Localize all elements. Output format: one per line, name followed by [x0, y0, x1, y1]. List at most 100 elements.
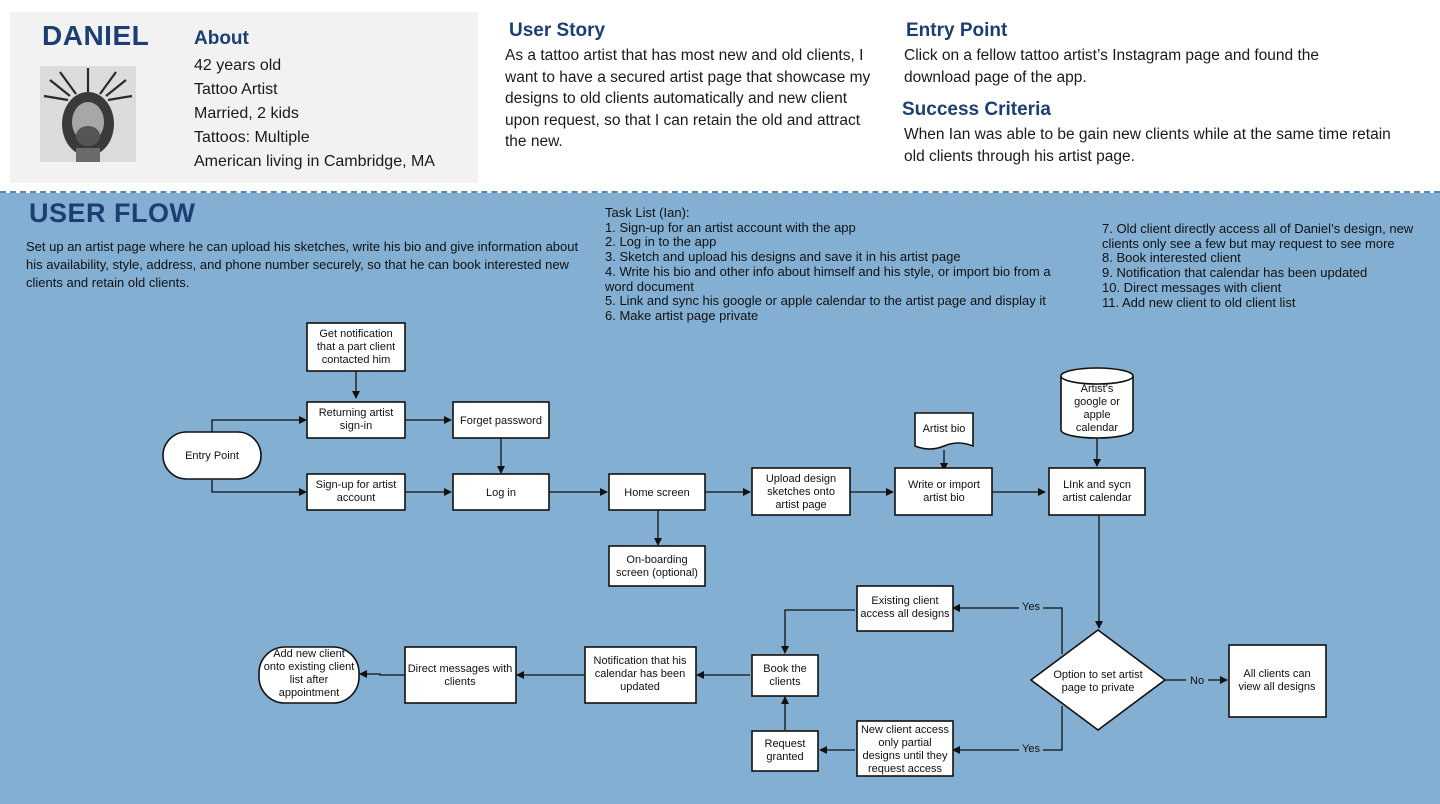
node-new-client-line-4: request access [868, 763, 942, 775]
node-calendar-db-line-1: Artist's [1081, 383, 1114, 395]
edge-messages-to-add [359, 670, 405, 678]
node-artist-bio-document [914, 412, 974, 450]
node-calendar-db-line-2: google or [1074, 396, 1120, 408]
node-upload-line-2: sketches onto [767, 486, 835, 498]
persona-name: DANIEL [42, 20, 150, 51]
node-book-clients-line-1: Book the [763, 663, 806, 675]
entry-point-title: Entry Point [906, 20, 1008, 41]
node-calendar-db-line-3: apple [1084, 409, 1111, 421]
node-add-client-line-4: appointment [279, 687, 340, 699]
no-label: No [1190, 675, 1204, 687]
edge-decision-to-new [952, 706, 1063, 754]
node-notification-calendar-line-3: updated [620, 681, 660, 693]
user-flow-description: Set up an artist page where he can uploa… [26, 239, 579, 290]
node-home-screen [608, 473, 706, 511]
node-all-clients [1228, 644, 1327, 718]
task-item: 6. Make artist page private [605, 307, 759, 323]
node-get-notification-line-3: contacted him [322, 354, 390, 366]
node-entry-point-label: Entry Point [185, 450, 239, 462]
node-signup-line-2: account [337, 492, 376, 504]
node-existing-client-line-2: access all designs [860, 608, 950, 620]
node-entry-point [162, 431, 262, 480]
about-location: American living in Cambridge, MA [194, 153, 435, 170]
user-story-text: As a tattoo artist that has most new and… [505, 47, 871, 150]
task-list-heading: Task List (Ian): [605, 205, 690, 220]
edge-existing-to-book [781, 609, 855, 654]
node-onboarding-line-1: On-boarding [626, 554, 687, 566]
node-write-bio [894, 467, 993, 516]
node-write-bio-line-1: Write or import [908, 479, 980, 491]
user-story-title: User Story [509, 20, 606, 41]
task-item: 3. Sketch and upload his designs and sav… [605, 249, 961, 265]
node-add-client-line-2: onto existing client [264, 661, 355, 673]
node-calendar-db-line-4: calendar [1076, 422, 1119, 434]
node-forget-password-label: Forget password [460, 415, 542, 427]
node-direct-messages-line-1: Direct messages with [408, 663, 513, 675]
entry-point-text: Click on a fellow tattoo artist’s Instag… [904, 47, 1320, 86]
about-tattoos: Tattoos: Multiple [194, 129, 310, 146]
node-new-client-line-3: designs until they [863, 750, 948, 762]
node-new-client [856, 720, 954, 777]
node-request-granted-line-2: granted [766, 751, 803, 763]
task-item: 1. Sign-up for an artist account with th… [605, 219, 856, 235]
node-upload-design [751, 467, 851, 516]
node-calendar-database [1060, 367, 1134, 439]
task-item: 2. Log in to the app [605, 234, 717, 250]
task-item: clients only see a few but may request t… [1102, 235, 1395, 251]
node-onboarding-line-2: screen (optional) [616, 567, 698, 579]
node-all-clients-line-1: All clients can [1243, 668, 1310, 680]
edge-decision-to-existing [952, 604, 1063, 654]
node-get-notification [306, 322, 406, 372]
node-direct-messages [404, 646, 517, 704]
node-request-granted [751, 730, 819, 772]
node-onboarding [608, 545, 706, 587]
node-login [452, 473, 550, 511]
about-title: About [194, 28, 249, 49]
task-item: 10. Direct messages with client [1102, 279, 1282, 295]
node-home-label: Home screen [624, 487, 689, 499]
task-list-right: 7. Old client directly access all of Dan… [1102, 221, 1413, 310]
about-occupation: Tattoo Artist [194, 81, 278, 98]
node-notification-calendar-line-2: calendar has been [595, 668, 686, 680]
node-existing-client-line-1: Existing client [871, 595, 938, 607]
about-list: 42 years old Tattoo Artist Married, 2 ki… [194, 54, 435, 174]
node-upload-line-1: Upload design [766, 473, 836, 485]
yes-label-top: Yes [1022, 601, 1040, 613]
success-criteria-title: Success Criteria [902, 99, 1051, 120]
task-list-left: Task List (Ian): 1. Sign-up for an artis… [605, 205, 1051, 324]
about-family: Married, 2 kids [194, 105, 299, 122]
node-signup [306, 473, 406, 511]
flow-edges [211, 371, 1228, 754]
persona-header-panel: DANIEL About 42 years old Tattoo Artist … [0, 0, 1440, 193]
user-flow-title: USER FLOW [29, 198, 196, 228]
node-add-client [258, 646, 360, 704]
node-get-notification-line-2: that a part client [317, 341, 395, 353]
node-all-clients-line-2: view all designs [1238, 681, 1316, 693]
node-artist-bio-label: Artist bio [923, 423, 966, 435]
node-add-client-line-1: Add new client [273, 648, 345, 660]
node-link-calendar-line-2: artist calendar [1062, 492, 1131, 504]
avatar-portrait-image [40, 66, 136, 162]
node-write-bio-line-2: artist bio [923, 492, 965, 504]
node-returning-signin-line-2: sign-in [340, 420, 372, 432]
node-login-label: Log in [486, 487, 516, 499]
node-decision-line-1: Option to set artist [1053, 669, 1142, 681]
node-direct-messages-line-2: clients [444, 676, 476, 688]
node-returning-signin [306, 401, 406, 439]
node-request-granted-line-1: Request [765, 738, 806, 750]
yes-label-bottom: Yes [1022, 743, 1040, 755]
task-item: 8. Book interested client [1102, 250, 1241, 266]
node-book-clients-line-2: clients [769, 676, 801, 688]
node-book-clients [751, 654, 819, 697]
task-item: 5. Link and sync his google or apple cal… [605, 293, 1046, 309]
task-item: word document [605, 278, 694, 294]
about-age: 42 years old [194, 57, 282, 74]
node-decision-line-2: page to private [1062, 682, 1135, 694]
node-notification-calendar-line-1: Notification that his [594, 655, 687, 667]
node-existing-client [856, 585, 954, 632]
edge-labels: Yes Yes No [1019, 600, 1208, 755]
node-signup-line-1: Sign-up for artist [316, 479, 397, 491]
node-returning-signin-line-1: Returning artist [319, 407, 394, 419]
task-item: 4. Write his bio and other info about hi… [605, 263, 1051, 279]
